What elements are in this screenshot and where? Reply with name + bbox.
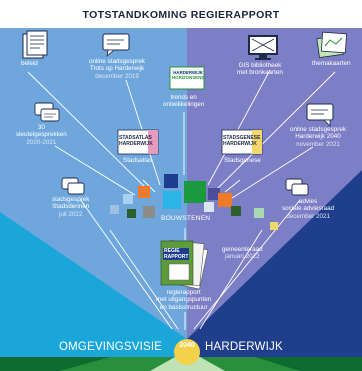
bottom-dark-right (255, 357, 362, 371)
gis-line1: GIS bibliotheek (238, 62, 282, 69)
bouwstenen-label: BOUWSTENEN (161, 215, 211, 222)
stadsgenese-book-icon (221, 129, 263, 155)
document-icon (22, 30, 48, 59)
regierapport-documents (160, 240, 209, 290)
regierapport-cover: REGIE RAPPORT (164, 248, 189, 260)
bottom-dark-left (0, 357, 110, 371)
conversation-icon (34, 102, 60, 122)
omgevingsvisie-label: OMGEVINGSVISIE (59, 341, 163, 353)
online-2040-line1: online stadsgesprek (290, 126, 347, 133)
trends-line2: ontwikkelingen (163, 101, 205, 109)
stadsatlas-book-icon (117, 129, 159, 155)
label-trends: trends en ontwikkelingen (163, 94, 204, 109)
advies-line1: advies (298, 198, 318, 205)
sleutel-date: 2020-2021 (26, 138, 57, 146)
trends-icon (169, 66, 205, 90)
harderwijk-label: HARDERWIJK (205, 341, 283, 353)
label-stadsgenese: Stadsgenese (224, 157, 261, 164)
label-stadsdennen: stadsgesprek Stadsdennen juli 2022 (52, 196, 89, 218)
map-icon (316, 31, 348, 59)
building-blocks (110, 174, 278, 230)
label-gemeenteraad: gemeenteraad januari 2022 (222, 246, 263, 261)
monitor-icon (248, 35, 278, 60)
label-sleutelgesprekken: 30 sleutelgesprekken 2020-2021 (16, 124, 67, 146)
trends-badge-line2: HORIZONSENS (172, 75, 205, 80)
label-online-2019: online stadsgesprek Trots op Harderwijk … (89, 58, 145, 80)
advies-date: december 2021 (286, 212, 330, 220)
stadsatlas-cover-line2: HARDERWIJK (119, 141, 153, 147)
regierapport-cover-line1: REGIE (164, 248, 180, 254)
online-2040-date: november 2021 (296, 140, 340, 148)
gis-line2: met bronkaarten (237, 69, 283, 77)
regierapport-line2: met uitgangspunten (156, 296, 212, 304)
online-2040-line2: Harderwijk 2040 (295, 133, 341, 141)
label-beleid: beleid (21, 60, 38, 67)
themakaarten-text: themakaarten (312, 60, 351, 67)
stadsdennen-line1: stadsgesprek (52, 196, 90, 203)
stadsdennen-line2: Stadsdennen (52, 203, 90, 211)
stadsgenese-cover: STADSGENESE HARDERWIJK (223, 135, 260, 147)
bottom-bar-left (0, 339, 187, 357)
regierapport-line1: regierapport (166, 289, 201, 296)
stadsatlas-cover: STADSATLAS HARDERWIJK (119, 135, 153, 147)
stadsatlas-cover-line1: STADSATLAS (119, 135, 152, 141)
trends-badge-line1: HARDERWIJK (173, 70, 203, 75)
label-regierapport: regierapport met uitgangspunten en basis… (156, 289, 211, 311)
year-badge: 2040 (174, 339, 200, 365)
stadsgenese-cover-line1: STADSGENESE (223, 135, 261, 141)
stadsgenese-cover-line2: HARDERWIJK (223, 141, 257, 147)
label-online-2040: online stadsgesprek Harderwijk 2040 nove… (290, 126, 346, 148)
stadsdennen-date: juli 2022 (58, 210, 83, 218)
label-themakaarten: themakaarten (312, 60, 351, 67)
diagram-title: TOTSTANDKOMING REGIERAPPORT (82, 9, 280, 21)
sleutel-line2: sleutelgesprekken (16, 131, 67, 139)
label-stadsatlas: Stadsatlas (123, 157, 152, 164)
arrows (27, 69, 336, 330)
online-2019-date: december 2019 (95, 72, 139, 80)
stadsgenese-text: Stadsgenese (224, 157, 261, 164)
label-advies: advies sociale adviesraad december 2021 (282, 198, 334, 220)
bottom-bar-right (187, 339, 362, 357)
online-2019-line2: Trots op Harderwijk (89, 65, 145, 73)
online-2019-line1: online stadsgesprek (89, 58, 146, 65)
right-cone (187, 170, 362, 339)
gemeenteraad-line1: gemeenteraad (222, 246, 263, 253)
chat-icon (306, 103, 334, 127)
trends-line1: trends en (170, 94, 197, 101)
left-cone (0, 212, 187, 339)
regierapport-cover-line2: RAPPORT (164, 253, 189, 260)
speech-bubble-icon (102, 33, 130, 58)
trends-badge: HARDERWIJK HORIZONSENS (172, 70, 204, 80)
stadsdennen-speech-icon (61, 177, 85, 195)
stadsatlas-text: Stadsatlas (123, 157, 153, 164)
advies-line2: sociale adviesraad (282, 205, 335, 213)
beleid-text: beleid (21, 60, 38, 67)
regierapport-line3: en basisstructuur (159, 303, 208, 311)
advies-speech-icon (285, 178, 309, 196)
label-gis: GIS bibliotheek met bronkaarten (237, 62, 283, 77)
gemeenteraad-date: januari 2022 (224, 253, 260, 261)
sleutel-line1: 30 (37, 124, 45, 131)
